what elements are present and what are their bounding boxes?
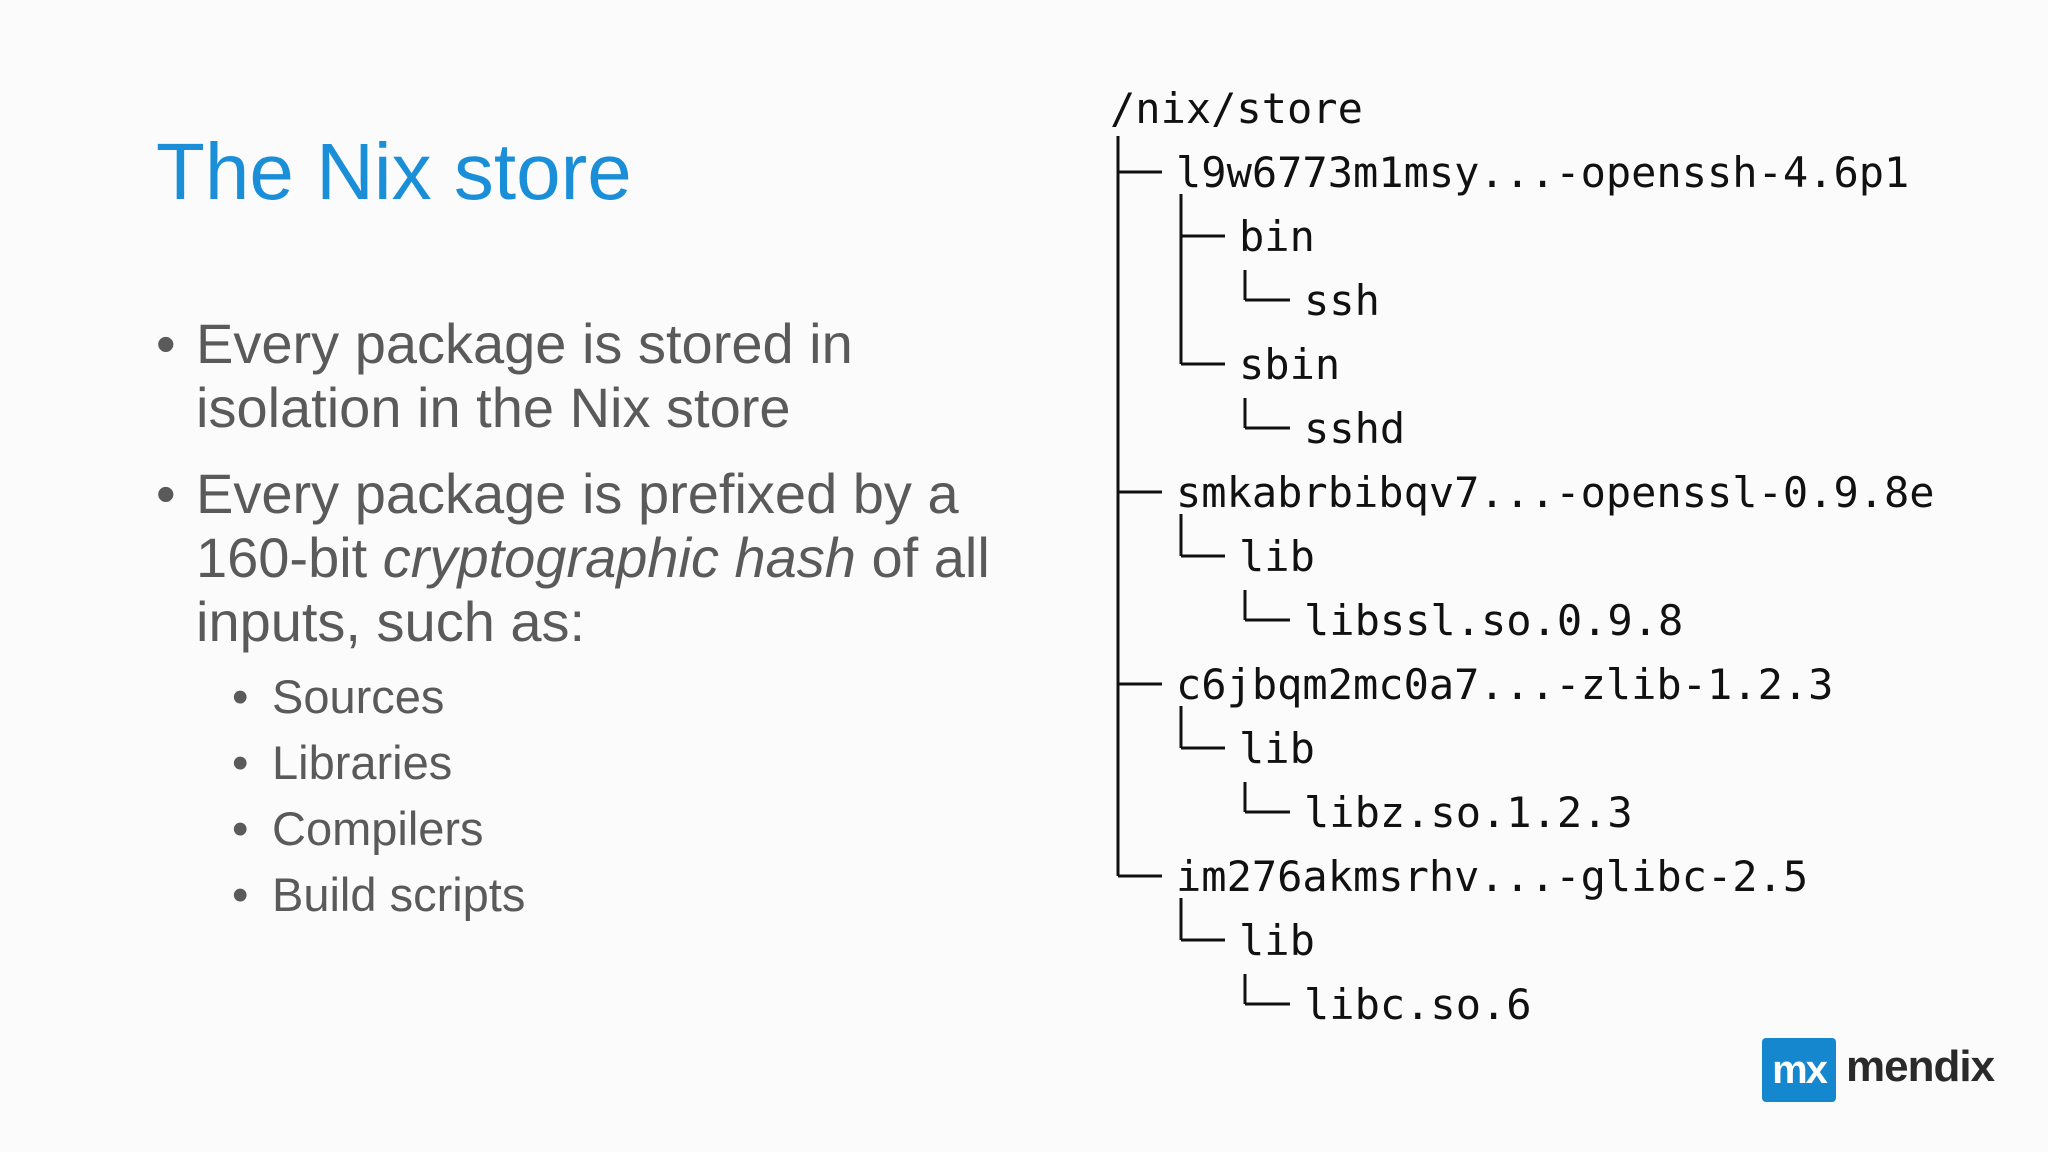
tree-dir-label: lib (1239, 916, 1315, 965)
bullet-text: Every package is prefixed by a 160-bit (196, 462, 959, 589)
tree-dir-label: bin (1239, 212, 1315, 261)
tree-file-label: ssh (1304, 276, 1380, 325)
bullet-marker: • (232, 868, 249, 921)
sub-bullet-item: • Sources (156, 664, 1056, 730)
bullet-item: • Every package is stored in isolation i… (156, 312, 1056, 440)
bullet-marker: • (156, 462, 176, 525)
store-tree-diagram: /nix/store l9w6773m1msy...-openssh-4.6p1 b… (1110, 90, 1948, 1070)
tree-file-label: libssl.so.0.9.8 (1304, 596, 1684, 645)
tree-package-label: l9w6773m1msy...-openssh-4.6p1 (1176, 148, 1910, 197)
bullet-marker: • (232, 670, 249, 723)
sub-bullet-list: • Sources • Libraries • Compilers • Buil… (156, 664, 1056, 928)
bullet-marker: • (232, 802, 249, 855)
tree-file-label: libz.so.1.2.3 (1304, 788, 1633, 837)
logo-wordmark: mendix (1846, 1042, 1995, 1091)
tree-package-label: im276akmsrhv...-glibc-2.5 (1176, 852, 1809, 901)
bullet-text: Every package is stored in isolation in … (196, 312, 853, 439)
sub-bullet-text: Build scripts (272, 868, 526, 921)
tree-dir-label: sbin (1239, 340, 1341, 389)
sub-bullet-item: • Libraries (156, 730, 1056, 796)
bullet-text-continued: of all inputs, such as: (196, 526, 990, 653)
tree-dir-label: lib (1239, 724, 1315, 773)
tree-root-label: /nix/store (1110, 90, 1363, 133)
bullet-item: • Every package is prefixed by a 160-bit… (156, 462, 1056, 654)
tree-package-label: c6jbqm2mc0a7...-zlib-1.2.3 (1176, 660, 1834, 709)
bullet-emphasis: cryptographic hash (382, 526, 856, 589)
slide-title: The Nix store (156, 127, 632, 216)
sub-bullet-text: Compilers (272, 802, 484, 855)
mendix-logo: mx mendix (1762, 1038, 2002, 1102)
bullet-marker: • (156, 312, 176, 375)
tree-connector-lines (1116, 136, 1290, 1006)
bullet-marker: • (232, 736, 249, 789)
bullet-list: • Every package is stored in isolation i… (156, 312, 1056, 928)
sub-bullet-item: • Build scripts (156, 862, 1056, 928)
tree-file-label: sshd (1304, 404, 1406, 453)
tree-dir-label: lib (1239, 532, 1315, 581)
tree-package-label: smkabrbibqv7...-openssl-0.9.8e (1176, 468, 1935, 517)
sub-bullet-item: • Compilers (156, 796, 1056, 862)
sub-bullet-text: Libraries (272, 736, 453, 789)
sub-bullet-text: Sources (272, 670, 445, 723)
logo-badge: mx (1762, 1038, 1836, 1102)
tree-file-label: libc.so.6 (1304, 980, 1532, 1029)
